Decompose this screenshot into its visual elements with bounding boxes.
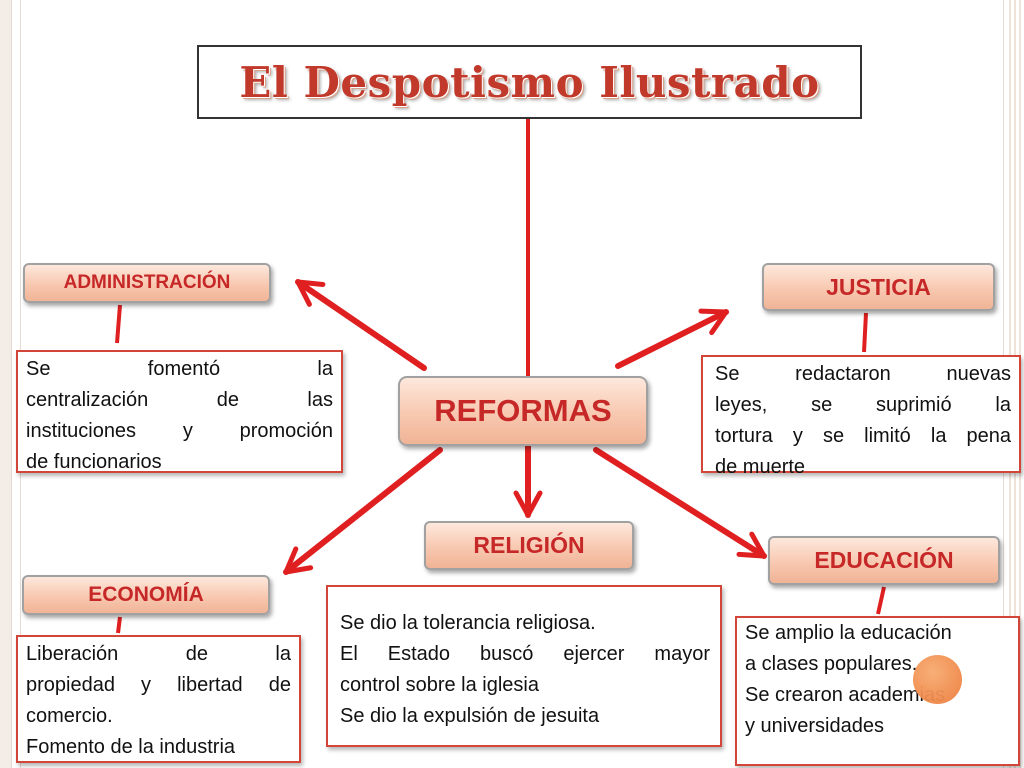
economia-label: ECONOMÍA	[88, 583, 204, 606]
justicia-label-box: JUSTICIA	[762, 263, 995, 311]
arrow-to-economia	[283, 447, 443, 575]
educacion-stem	[876, 586, 886, 615]
religion-description: Se dio la tolerancia religiosa. El Estad…	[326, 585, 722, 747]
title-box: El Despotismo Ilustrado	[197, 45, 862, 119]
description-line: Se redactaron nuevas	[715, 363, 1011, 385]
decorative-circle	[913, 655, 962, 704]
arrow-to-administracion	[295, 279, 427, 371]
justicia-label: JUSTICIA	[826, 273, 931, 300]
reformas-center-box: REFORMAS	[398, 376, 648, 446]
religion-label: RELIGIÓN	[473, 532, 585, 558]
description-line: tortura y se limitó la pena	[715, 425, 1011, 447]
description-line: leyes, se suprimió la	[715, 394, 1011, 416]
description-line: El Estado buscó ejercer mayor	[340, 643, 710, 665]
description-line: a clases populares.	[745, 653, 918, 675]
economia-description: Liberación de la propiedad y libertad de…	[16, 635, 301, 763]
description-line: Liberación de la	[26, 643, 291, 665]
justicia-description: Se redactaron nuevas leyes, se suprimió …	[701, 355, 1021, 478]
administracion-description: Se fomentó la centralización de las inst…	[16, 350, 343, 473]
economia-label-box: ECONOMÍA	[22, 575, 270, 615]
justicia-stem	[862, 312, 868, 353]
administracion-label-box: ADMINISTRACIÓN	[23, 263, 271, 303]
description-line: de muerte	[715, 456, 806, 478]
description-line: comercio.	[26, 705, 113, 727]
description-line: centralización de las	[26, 389, 333, 411]
reformas-label: REFORMAS	[434, 393, 612, 428]
left-border-stripe	[0, 0, 12, 768]
description-line: control sobre la iglesia	[340, 674, 539, 696]
arrow-to-justicia	[615, 308, 729, 369]
description-line: y universidades	[745, 715, 884, 737]
page-title: El Despotismo Ilustrado	[239, 57, 820, 107]
description-line: Se dio la expulsión de jesuita	[340, 705, 600, 727]
description-line: Se fomentó la	[26, 358, 333, 380]
administracion-label: ADMINISTRACIÓN	[63, 272, 231, 293]
educacion-label: EDUCACIÓN	[814, 547, 954, 573]
description-line: instituciones y promoción	[26, 420, 333, 442]
description-line: Se amplio la educación	[745, 622, 952, 644]
religion-label-box: RELIGIÓN	[424, 521, 634, 570]
description-line: Fomento de la industria	[26, 736, 236, 758]
educacion-description: Se amplio la educación a clases populare…	[735, 616, 1020, 766]
description-line: Se crearon academias	[745, 684, 946, 706]
description-line: propiedad y libertad de	[26, 674, 291, 696]
arrow-to-educacion	[593, 447, 767, 559]
description-line: de funcionarios	[26, 451, 162, 473]
description-line: Se dio la tolerancia religiosa.	[340, 612, 596, 634]
economia-stem	[116, 616, 122, 634]
educacion-label-box: EDUCACIÓN	[768, 536, 1000, 585]
administracion-stem	[115, 304, 122, 344]
